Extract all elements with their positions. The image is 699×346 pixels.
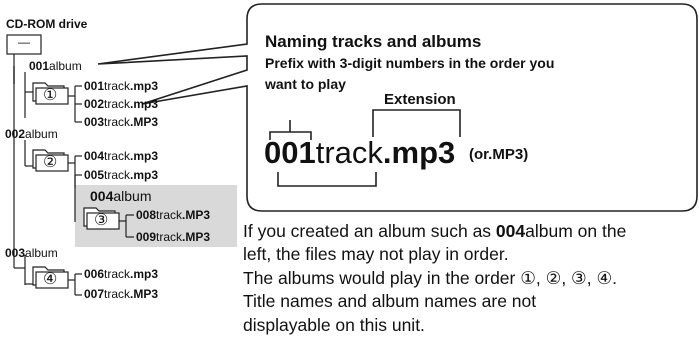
note-line-1: If you created an album such as 004album… [243, 220, 626, 243]
album-002-label: 002album [5, 128, 58, 140]
track-008: 008track.MP3 [136, 209, 210, 221]
album4-icon-number: ③ [94, 212, 109, 229]
drive-label: CD-ROM drive [6, 17, 88, 31]
track-name: track [104, 97, 131, 111]
number-bracket [269, 120, 312, 140]
track-009: 009track.MP3 [136, 231, 210, 243]
note-text: album on the [525, 221, 627, 241]
track-number: 001 [84, 79, 105, 93]
track-name: track [156, 208, 183, 222]
callout-title: Naming tracks and albums [265, 32, 482, 51]
track-name: track [104, 168, 131, 182]
album-name: album [25, 246, 58, 260]
track-004: 004track.mp3 [84, 150, 158, 162]
track-number: 003 [84, 115, 105, 129]
example-extension: .mp3 [382, 135, 456, 170]
track-name: track [104, 149, 131, 163]
track-name: track [104, 287, 131, 301]
album2-icon-number: ② [43, 154, 58, 171]
note-album-number: 004 [495, 221, 526, 241]
example-alternative: (or.MP3) [469, 147, 528, 162]
track-number: 002 [84, 97, 105, 111]
album-001-label: 001album [29, 60, 82, 72]
name-bracket [277, 172, 377, 187]
track-extension: .mp3 [130, 79, 159, 93]
track-extension: .MP3 [182, 230, 211, 244]
track-extension: .MP3 [182, 208, 211, 222]
note-line-4: Title names and album names are not [243, 291, 537, 311]
callout-subtitle-line2: want to play [265, 76, 346, 92]
track-number: 005 [84, 168, 105, 182]
filename-example: 001track.mp3 [264, 137, 455, 168]
note-line-5: displayable on this unit. [243, 315, 425, 335]
track-002: 002track.mp3 [84, 98, 158, 110]
track-number: 004 [84, 149, 105, 163]
album-number: 004 [90, 188, 114, 204]
album-number: 003 [5, 246, 26, 260]
album-number: 002 [5, 127, 26, 141]
album1-icon-number: ① [43, 87, 58, 104]
album3-icon-number: ④ [43, 271, 58, 288]
track-name: track [156, 230, 183, 244]
track-001: 001track.mp3 [84, 80, 158, 92]
album2-folder-icon [32, 149, 69, 172]
track-extension: .MP3 [130, 115, 159, 129]
track-006: 006track.mp3 [84, 268, 158, 280]
drive-root-box [6, 34, 42, 55]
drive-root-glyph: — [18, 35, 30, 49]
album-number: 001 [29, 59, 50, 73]
track-number: 006 [84, 267, 105, 281]
callout-subtitle-line1: Prefix with 3-digit numbers in the order… [265, 55, 555, 71]
note-line-2: left, the files may not play in order. [243, 244, 509, 264]
example-number: 001 [264, 135, 316, 170]
album-name: album [25, 127, 58, 141]
extension-bracket [372, 109, 461, 137]
note-line-3: The albums would play in the order ①, ②,… [243, 268, 618, 288]
alt-extension: MP3 [492, 146, 524, 163]
track-005: 005track.mp3 [84, 169, 158, 181]
album-name: album [113, 188, 152, 204]
track-007: 007track.MP3 [84, 288, 158, 300]
alt-suffix: ) [523, 146, 529, 163]
track-name: track [104, 267, 131, 281]
note-text: If you created an album such as [243, 221, 496, 241]
track-extension: .MP3 [130, 287, 159, 301]
track-name: track [104, 115, 131, 129]
extension-label: Extension [384, 91, 456, 108]
track-extension: .mp3 [130, 149, 159, 163]
track-003: 003track.MP3 [84, 116, 158, 128]
track-extension: .mp3 [130, 267, 159, 281]
example-name: track [315, 135, 383, 170]
album1-folder-icon [32, 82, 69, 105]
track-number: 008 [136, 208, 157, 222]
track-number: 007 [84, 287, 105, 301]
track-extension: .mp3 [130, 97, 159, 111]
album4-folder-icon [83, 207, 120, 230]
album3-folder-icon [32, 266, 69, 289]
alt-prefix: (or. [469, 146, 493, 163]
track-extension: .mp3 [130, 168, 159, 182]
album-name: album [49, 59, 82, 73]
callout-bubble [97, 3, 698, 212]
track-name: track [104, 79, 131, 93]
track-number: 009 [136, 230, 157, 244]
album-003-label: 003album [5, 247, 58, 259]
album-004-label: 004album [90, 189, 152, 203]
